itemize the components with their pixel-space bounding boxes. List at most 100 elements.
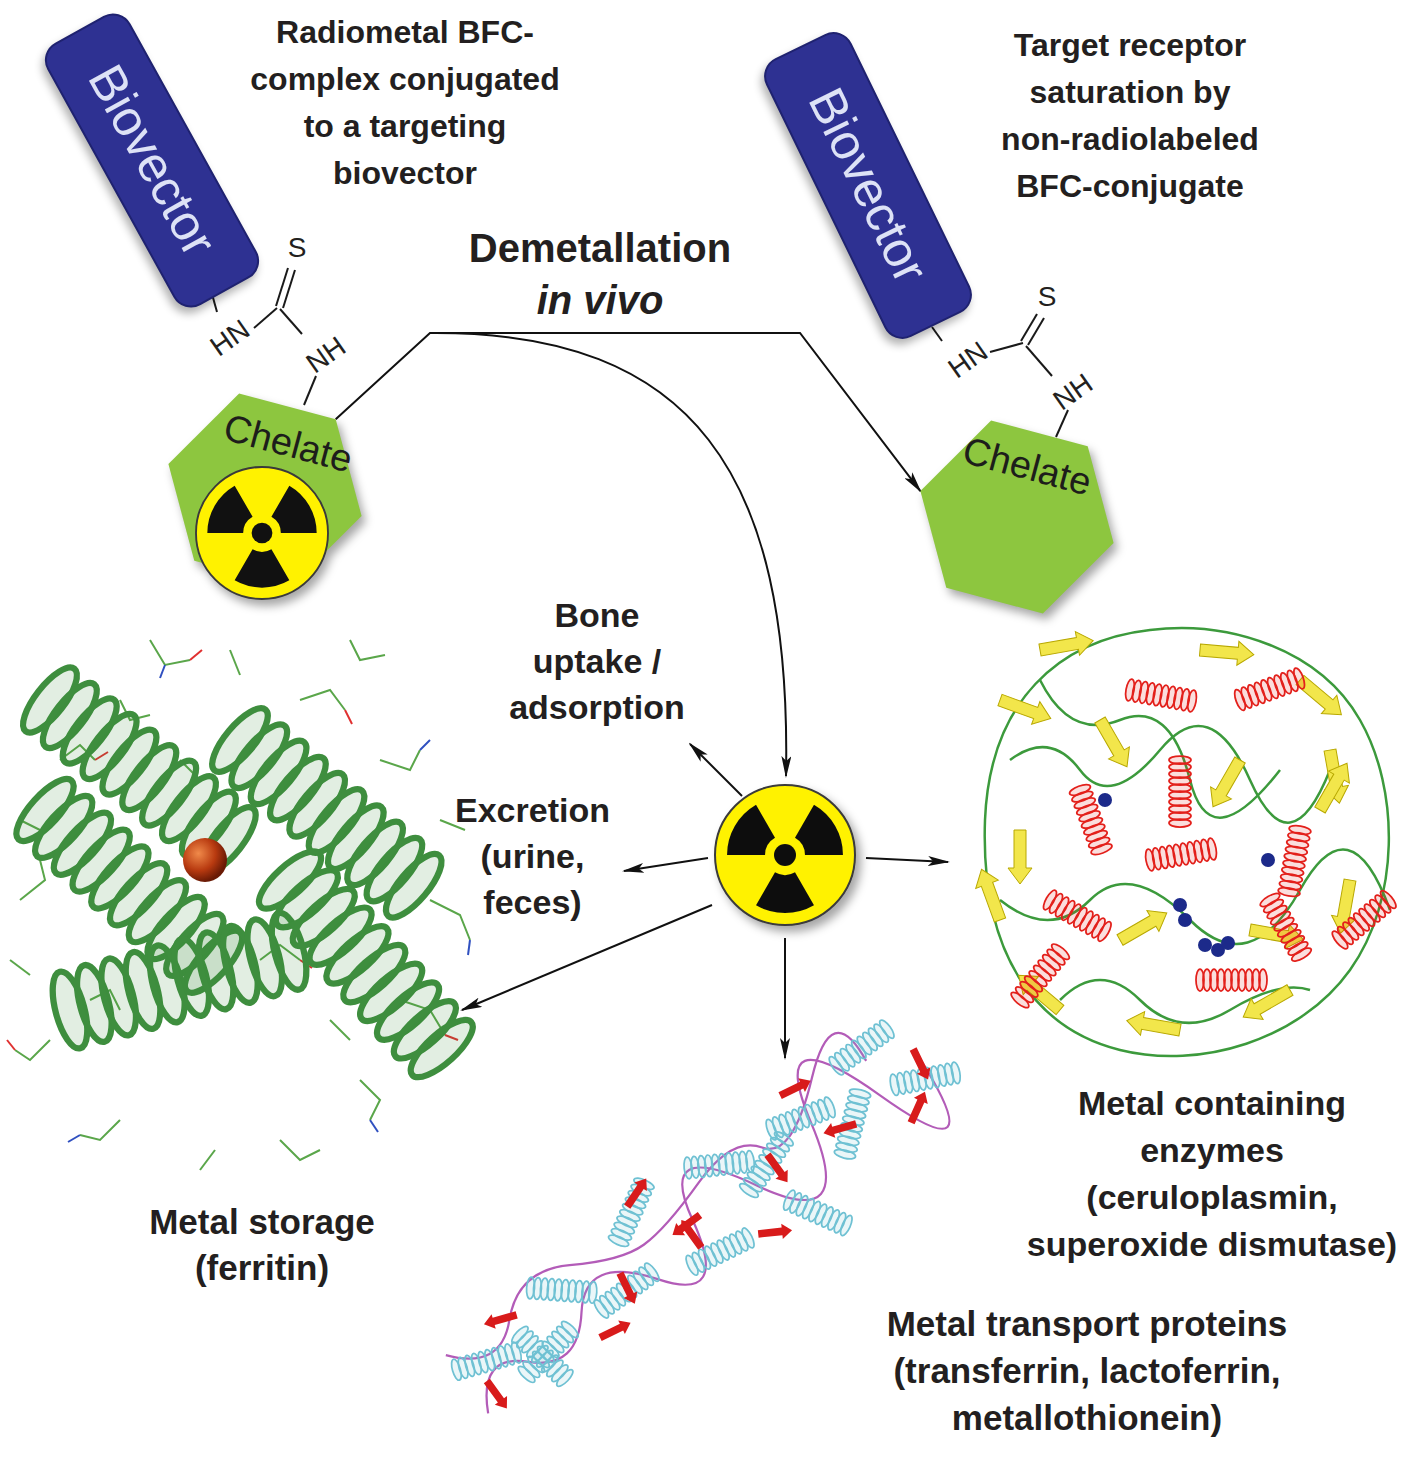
enzyme-structure-part-part (1124, 678, 1198, 712)
atom-label: S (1038, 280, 1057, 314)
enzyme-structure-part-part (1000, 850, 1390, 945)
enzyme-structure-part-part (970, 865, 1011, 924)
thiourea-bonds-part (283, 270, 295, 308)
transport-protein-structure-part-part (675, 1215, 707, 1251)
ferritin-structure-part-part (190, 650, 202, 660)
thiourea-bonds-part (280, 309, 302, 334)
transport-protein-structure-part-part (761, 1150, 793, 1186)
ferritin-structure-part-part (251, 843, 481, 1086)
ferritin-structure-part-part (160, 665, 165, 678)
ferritin-structure-part-part (230, 650, 240, 675)
ferritin-structure-part (10, 640, 470, 1170)
ferritin-structure-part-part (46, 909, 313, 1052)
enzyme-structure-part-part (1125, 1009, 1182, 1042)
transport-protein-structure-part-part (738, 1129, 795, 1199)
ferritin-structure-part-part (80, 1120, 120, 1140)
ferritin-structure-part-part (420, 740, 430, 750)
thiourea-bonds-part (304, 376, 316, 405)
transport-protein-structure-part-part (510, 1324, 576, 1388)
chelate-hexagon: Chelate (917, 417, 1117, 617)
ferritin-structure-part-part (7, 1040, 15, 1050)
enzyme-structure-part-part (1041, 888, 1113, 943)
enzyme-structure (970, 628, 1398, 1056)
enzyme-structure-part-part (1144, 838, 1218, 872)
fate-arrows-part (624, 858, 708, 871)
enzyme-structure-part-part (1178, 913, 1192, 927)
thiourea-bonds-part (932, 327, 942, 341)
enzyme-structure-part-part (1310, 757, 1358, 816)
enzyme-structure-part-part (1199, 638, 1255, 667)
enzyme-structure-part (985, 628, 1390, 1056)
transport-protein-structure-part (427, 1001, 962, 1444)
enzyme-structure-part-part (1090, 714, 1138, 773)
thiourea-bonds-part (1028, 318, 1044, 345)
enzyme-structure-part (1009, 667, 1398, 1010)
enzyme-structure-part-part (1173, 898, 1187, 912)
transport-protein-structure-part-part (683, 1150, 755, 1179)
atom-label: HN (204, 313, 256, 364)
transport-protein-structure-part-part (781, 1189, 854, 1237)
caption-text: Metal containing enzymes (ceruloplasmin,… (1017, 1080, 1407, 1268)
caption-text: Bone uptake / adsorption (502, 592, 692, 730)
enzyme-structure-part (1098, 793, 1275, 957)
enzyme-structure-part-part (1008, 830, 1032, 884)
radiometal-symbol-part (715, 785, 855, 925)
ferritin-structure-part-part (200, 1150, 215, 1170)
transport-protein-structure-part-part (827, 1018, 897, 1077)
enzyme-structure-part-part (1068, 782, 1113, 856)
transport-protein-structure-part-part (482, 1308, 519, 1332)
enzyme-structure-part-part (1098, 793, 1112, 807)
thiourea-bonds-part (1026, 346, 1052, 376)
transport-protein-structure-part-part (592, 1261, 662, 1320)
enzyme-structure-part-part (1114, 903, 1173, 951)
thiourea-bonds-part (254, 308, 277, 328)
transport-protein-structure-part-part (607, 1176, 655, 1249)
arrow-label: in vivo (537, 276, 664, 324)
atom-label: HN (942, 335, 994, 386)
ferritin-structure-part-part (468, 940, 470, 955)
atom-label: S (288, 231, 307, 265)
atom-label: NH (300, 330, 352, 381)
enzyme-structure-part-part (1258, 891, 1313, 963)
transport-protein-structure-part-part (621, 1174, 653, 1211)
transport-protein-structure-part-part (777, 1074, 814, 1103)
arrow-label: Demetallation (469, 224, 731, 272)
ferritin-structure-part-part (380, 750, 420, 770)
enzyme-structure-part-part (996, 689, 1055, 730)
ferritin-structure-part (183, 838, 227, 882)
ferritin-structure-part-part (10, 960, 30, 975)
demetallation-arrow (336, 333, 921, 491)
ferritin-structure-part-part (300, 690, 345, 710)
ferritin-structure-part-part (360, 1080, 380, 1120)
transport-protein-structure-part-part (906, 1046, 935, 1083)
chelate-hexagon: Chelate (165, 390, 365, 590)
transport-protein-structure-part-part (481, 1377, 513, 1413)
transport-protein-structure-part-part (526, 1277, 598, 1304)
transport-protein-structure-part-part (430, 1005, 962, 1444)
enzyme-structure-part-part (1038, 629, 1095, 662)
transport-protein-structure-part (435, 997, 967, 1438)
atom-label: NH (1047, 367, 1099, 418)
enzyme-structure-part-part (1278, 824, 1312, 898)
fate-arrows-part (690, 744, 742, 796)
thiourea-bonds-part (990, 343, 1023, 352)
transport-protein-structure-part-part (821, 1116, 858, 1140)
enzyme-structure-part-part (1169, 756, 1191, 827)
ferritin-structure (7, 640, 481, 1170)
transport-protein-structure (420, 983, 1002, 1466)
transport-protein-structure-part-part (904, 1089, 932, 1126)
ferritin-structure-part-part (330, 1020, 350, 1040)
thiourea-bonds-part (1021, 314, 1037, 341)
caption-text: Metal storage (ferritin) (137, 1199, 387, 1291)
transport-protein-structure-part-part (613, 1270, 642, 1307)
ferritin-structure-part-part (370, 1120, 378, 1132)
caption-text: Metal transport proteins (transferrin, l… (881, 1300, 1293, 1441)
radiation-icon (196, 467, 328, 599)
node-text: Biovector (77, 56, 226, 265)
caption-text: Target receptor saturation by non-radiol… (996, 22, 1264, 210)
enzyme-structure-part-part (985, 628, 1389, 1056)
enzyme-structure-part-part (1221, 936, 1235, 950)
biovector-box: Biovector (757, 25, 978, 345)
ferritin-structure-part-part (68, 1135, 80, 1142)
transport-protein-structure-part-part (757, 1223, 792, 1242)
